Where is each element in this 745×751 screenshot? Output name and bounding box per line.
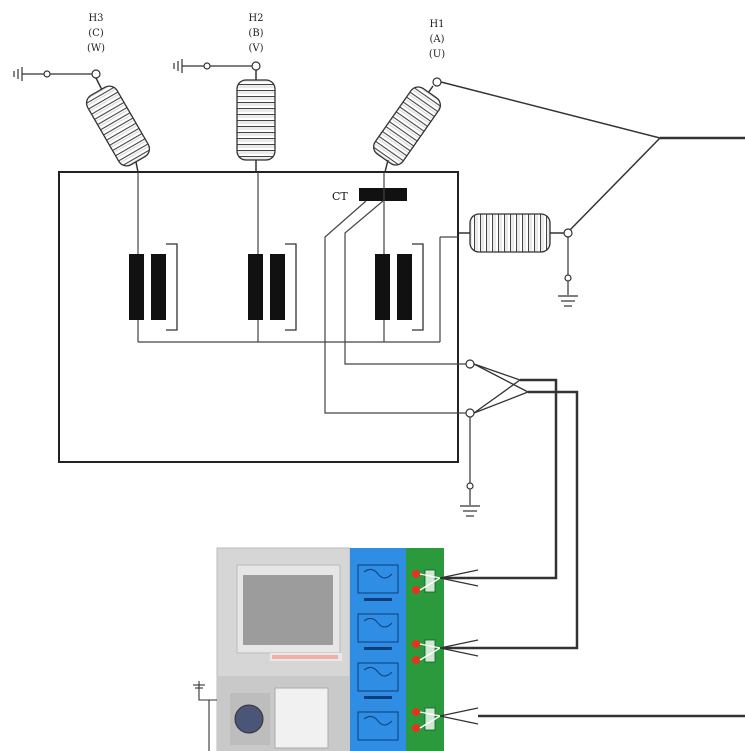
bushing-icon: [458, 213, 573, 253]
terminal-red-2[interactable]: [412, 586, 420, 594]
ground-icon: [13, 67, 96, 81]
bushing-icon: [236, 61, 276, 172]
terminal-h2-label: H2 (B) (V): [248, 13, 263, 54]
h3-name: H3: [88, 13, 103, 24]
bushing-icon: [373, 77, 442, 173]
terminal-red-1[interactable]: [412, 570, 420, 578]
coil-icon: [248, 243, 297, 331]
terminal-red-3[interactable]: [412, 640, 420, 648]
instrument-printer: [274, 687, 329, 749]
ground-icon: [460, 417, 480, 517]
instrument-leads-out: [439, 569, 745, 725]
h3-winding: (W): [87, 43, 105, 54]
test-instrument: [216, 547, 351, 751]
ground-icon: [173, 59, 256, 73]
ground-icon: [558, 237, 578, 307]
ct-label: CT: [332, 190, 348, 203]
instrument-leads: [419, 573, 441, 729]
terminal-h1-label: H1 (A) (U): [429, 19, 445, 60]
ct-terminal-s2: [465, 408, 475, 418]
h1-winding: (U): [429, 49, 445, 60]
h1-lead: [440, 81, 745, 233]
h2-winding: (V): [248, 43, 263, 54]
instrument-screen: [243, 575, 333, 645]
knob-icon[interactable]: [234, 704, 264, 734]
ct-secondary-leads: [324, 200, 466, 414]
ct-icon: [359, 188, 407, 201]
terminal-red-5[interactable]: [412, 708, 420, 716]
h1-phase: (A): [429, 34, 444, 45]
terminal-red-6[interactable]: [412, 724, 420, 732]
coil-icon: [129, 243, 178, 331]
coil-icon: [375, 243, 424, 331]
terminal-red-4[interactable]: [412, 656, 420, 664]
ground-icon: [193, 681, 217, 751]
terminal-h3-label: H3 (C) (W): [87, 13, 105, 54]
h2-phase: (B): [248, 28, 263, 39]
instrument-blue-panel: [350, 548, 406, 751]
ct-terminal-s1: [465, 359, 475, 369]
h1-name: H1: [429, 19, 444, 30]
h3-phase: (C): [88, 28, 104, 39]
h2-name: H2: [248, 13, 263, 24]
secondary-test-leads: [440, 363, 579, 650]
bushing-icon: [85, 69, 151, 173]
